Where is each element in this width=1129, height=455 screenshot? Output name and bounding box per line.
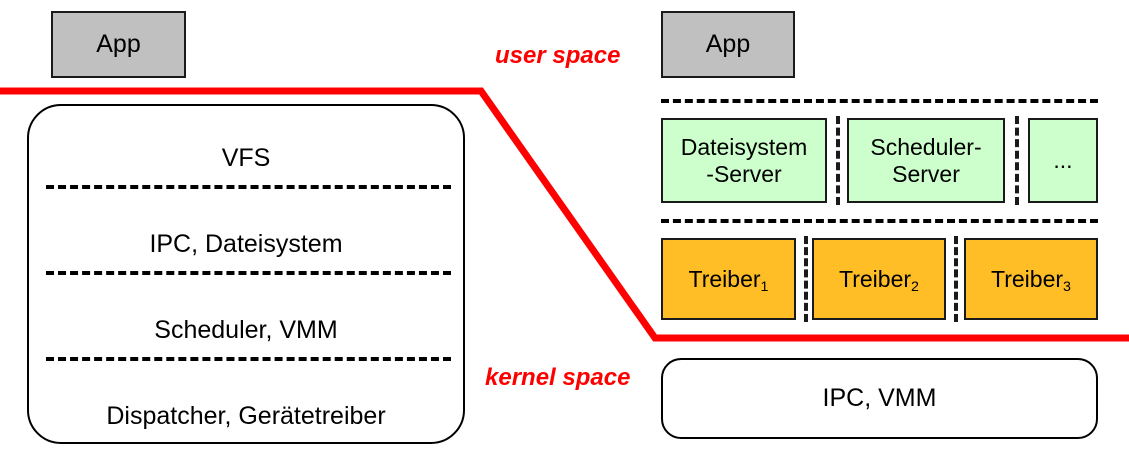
driver-label-index: 2 <box>911 279 919 296</box>
driver-label: Treiber2 <box>839 265 919 296</box>
server-label-line-1: Dateisystem <box>680 134 808 161</box>
microkernel-server-divider-2 <box>1015 116 1019 205</box>
monolithic-layer-scheduler-vmm: Scheduler, VMM <box>29 300 463 360</box>
monolithic-layer-label: Scheduler, VMM <box>154 315 338 344</box>
monolithic-separator-2 <box>46 271 451 275</box>
microkernel-app-box: App <box>661 11 795 78</box>
microkernel-server-box-more: ... <box>1028 118 1098 203</box>
driver-label-name: Treiber <box>991 265 1064 292</box>
server-label-line-2: -Server <box>706 160 782 187</box>
monolithic-layer-label: VFS <box>221 143 271 172</box>
microkernel-driver-divider-2 <box>954 236 958 322</box>
microkernel-driver-divider-1 <box>804 236 808 322</box>
monolithic-app-label: App <box>96 30 141 59</box>
server-label-line-2: Server <box>892 160 960 187</box>
monolithic-layer-label: Dispatcher, Gerätetreiber <box>106 401 386 430</box>
microkernel-app-label: App <box>705 30 751 59</box>
microkernel-driver-box-1: Treiber1 <box>661 238 796 320</box>
monolithic-layer-vfs: VFS <box>29 128 463 188</box>
microkernel-server-divider-1 <box>836 116 840 205</box>
microkernel-separator-below-servers <box>661 219 1098 223</box>
server-label-ellipsis: ... <box>1053 147 1073 174</box>
server-label-line-1: Scheduler- <box>870 134 982 161</box>
driver-label-index: 3 <box>1063 279 1071 296</box>
monolithic-layer-dispatcher-treiber: Dispatcher, Gerätetreiber <box>29 386 463 446</box>
monolithic-app-box: App <box>51 11 186 78</box>
monolithic-separator-1 <box>46 185 451 189</box>
microkernel-core-box: IPC, VMM <box>661 358 1098 439</box>
microkernel-server-box-scheduler: Scheduler- Server <box>847 118 1005 203</box>
monolithic-kernel-box: VFS IPC, Dateisystem Scheduler, VMM Disp… <box>27 104 465 444</box>
microkernel-driver-box-3: Treiber3 <box>964 238 1098 320</box>
microkernel-server-box-dateisystem: Dateisystem -Server <box>661 118 827 203</box>
microkernel-driver-box-2: Treiber2 <box>812 238 946 320</box>
kernel-space-label: kernel space <box>485 364 631 391</box>
microkernel-separator-above-servers <box>661 99 1098 103</box>
driver-label: Treiber1 <box>688 265 769 296</box>
driver-label-name: Treiber <box>688 265 761 292</box>
driver-label: Treiber3 <box>991 265 1071 296</box>
driver-label-index: 1 <box>760 279 769 296</box>
monolithic-layer-label: IPC, Dateisystem <box>149 229 343 258</box>
user-space-label: user space <box>495 42 621 69</box>
monolithic-layer-ipc-dateisystem: IPC, Dateisystem <box>29 214 463 274</box>
driver-label-name: Treiber <box>839 265 912 292</box>
microkernel-core-label: IPC, VMM <box>822 384 937 413</box>
monolithic-separator-3 <box>46 357 451 361</box>
